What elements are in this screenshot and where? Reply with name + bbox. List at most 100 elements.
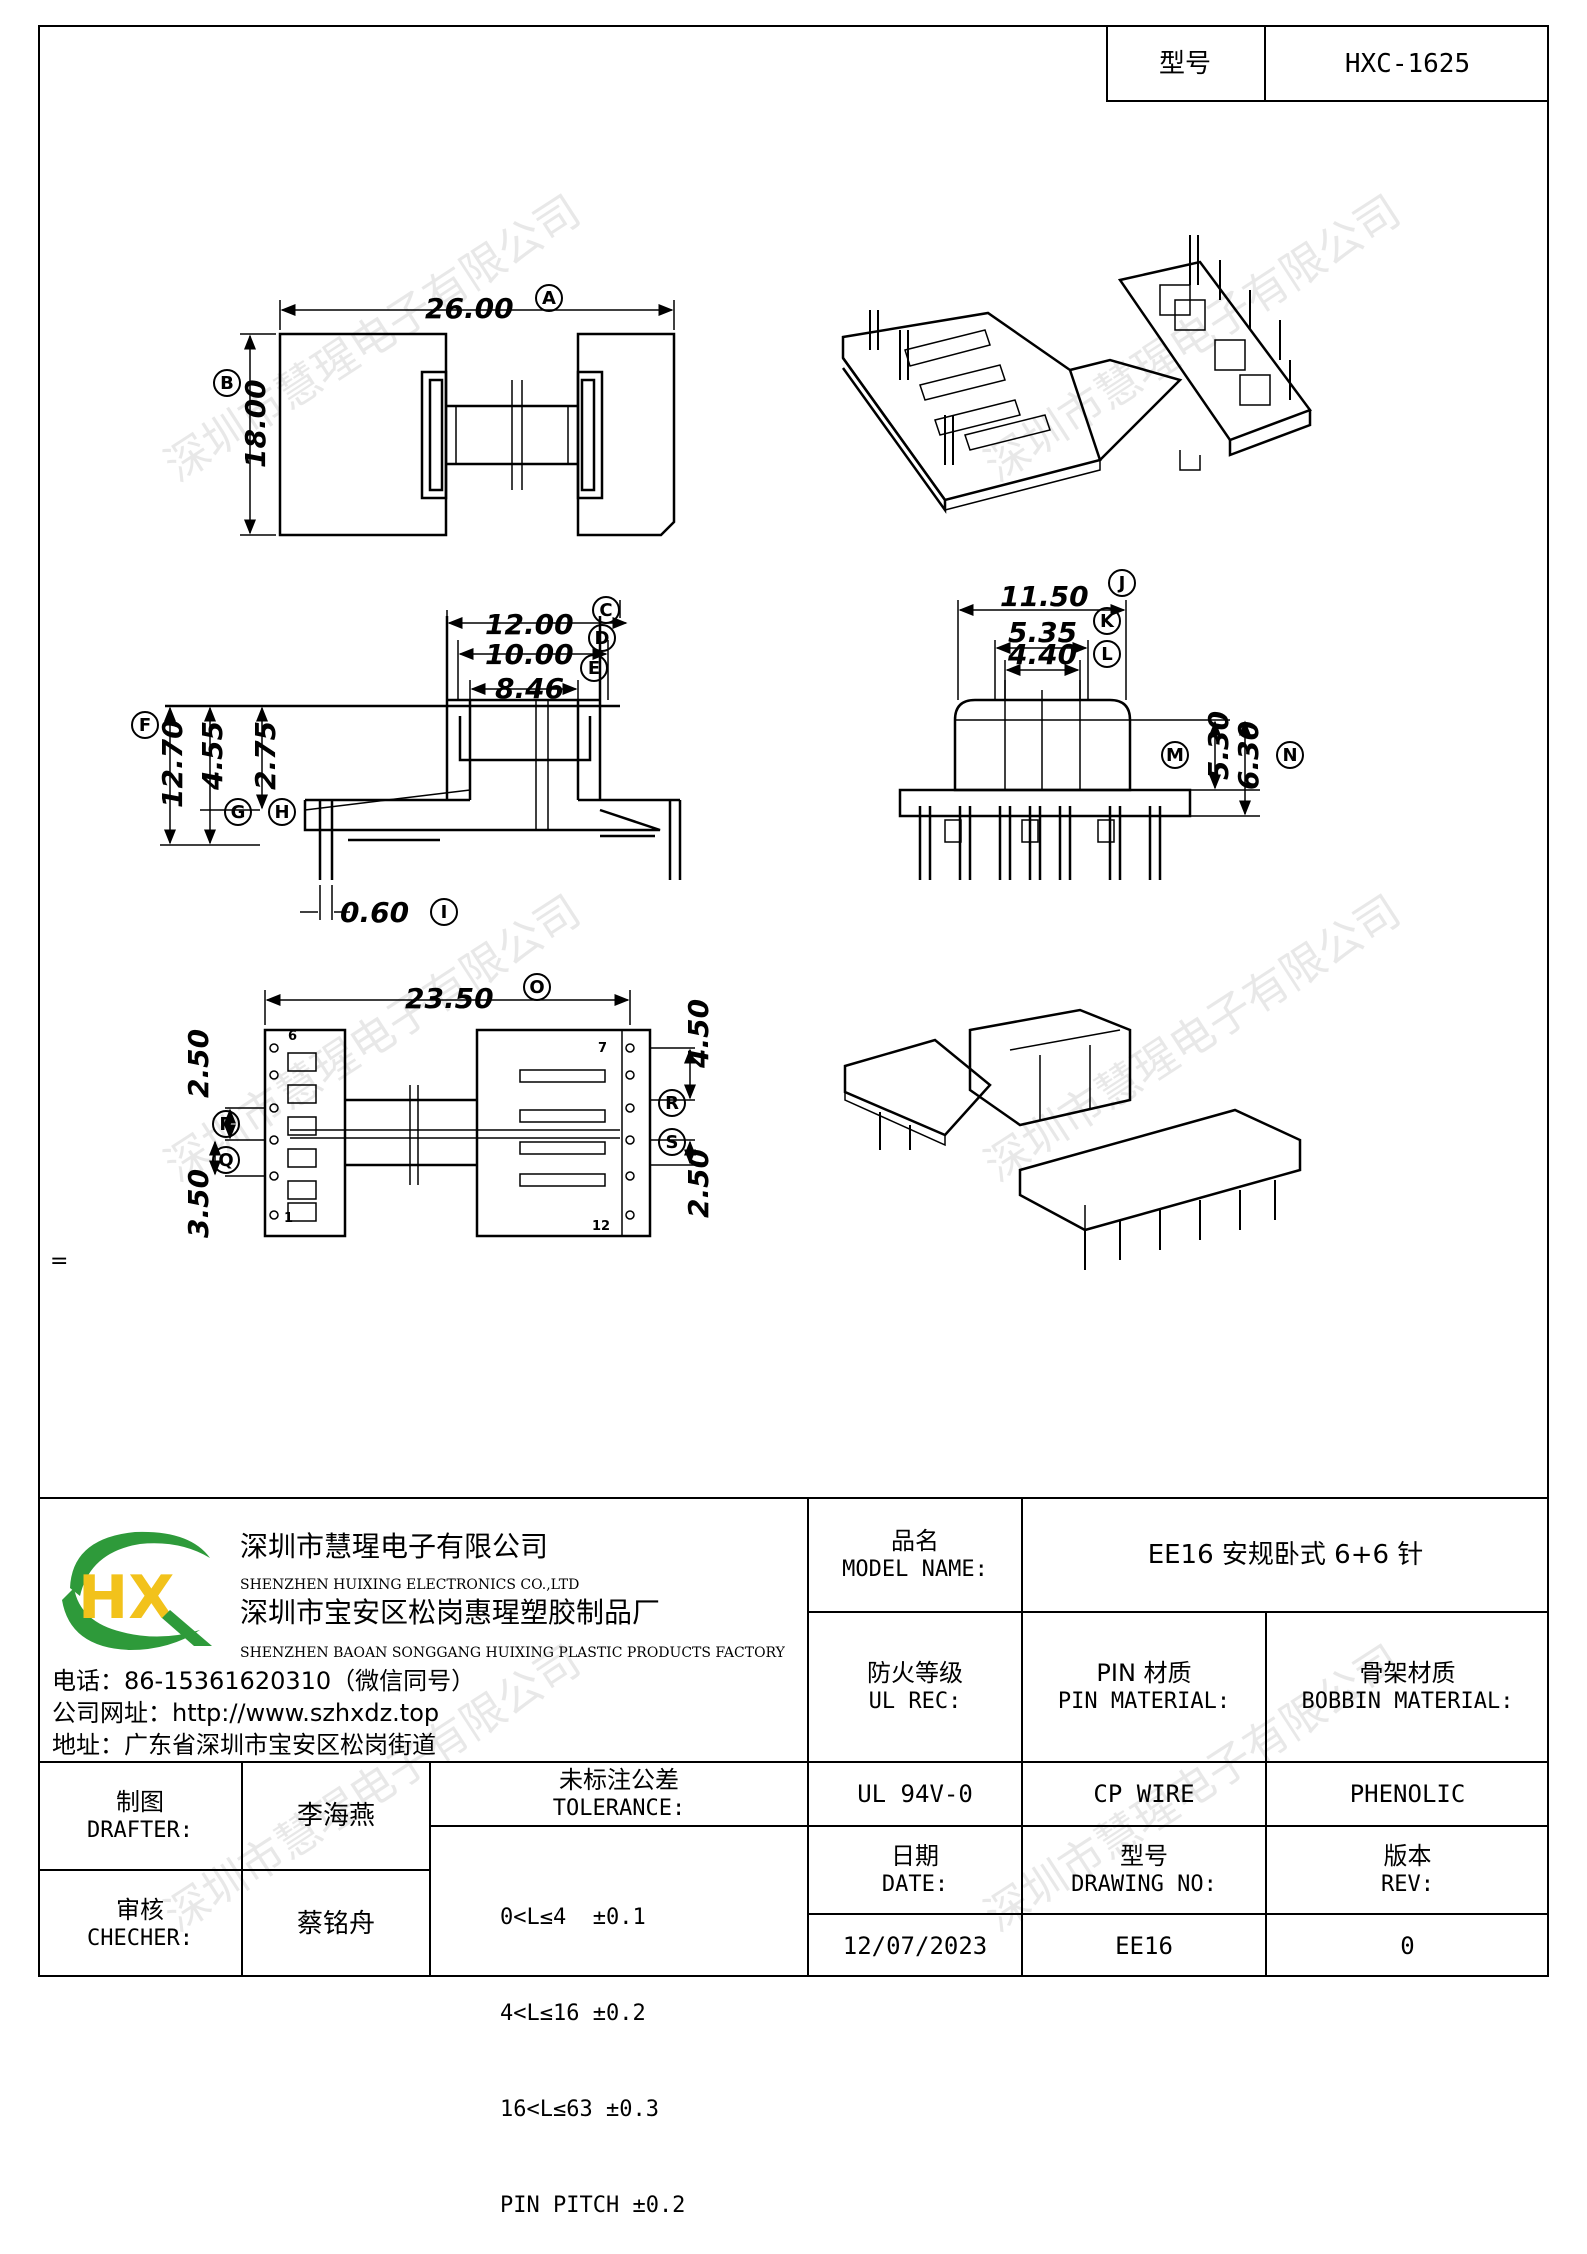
drawing-no-value: EE16: [1115, 1931, 1173, 1960]
label-p-circle: P: [212, 1110, 240, 1138]
dim-m: 5.30: [1202, 711, 1235, 780]
label-j-circle: J: [1108, 569, 1136, 597]
title-block-grid: [38, 1497, 1549, 1977]
factory-name-cn: 深圳市宝安区松岗惠瑆塑胶制品厂: [240, 1596, 661, 1629]
label-i-circle: I: [430, 898, 458, 926]
tolerance-line: 4<L≤16 ±0.2: [500, 2001, 646, 2026]
pin-label-6: 6: [288, 1029, 297, 1044]
front-view: [898, 600, 1260, 880]
svg-text:S: S: [666, 1132, 679, 1153]
svg-text:O: O: [529, 977, 544, 998]
svg-text:J: J: [1117, 573, 1126, 594]
rev-value: 0: [1400, 1931, 1415, 1960]
tolerance-line: 16<L≤63 ±0.3: [500, 2097, 659, 2122]
svg-text:A: A: [542, 288, 556, 309]
company-phone: 电话：86-15361620310（微信同号）: [52, 1667, 476, 1695]
svg-text:B: B: [220, 373, 234, 394]
pin-material-value: CP WIRE: [1093, 1780, 1195, 1808]
dim-k: 5.35: [1008, 616, 1077, 649]
label-r-circle: R: [658, 1089, 686, 1117]
factory-name-en: SHENZHEN BAOAN SONGGANG HUIXING PLASTIC …: [240, 1645, 785, 1661]
header-model-value: HXC-1625: [1344, 48, 1471, 79]
label-b-circle: B: [213, 369, 241, 397]
label-m-circle: M: [1161, 741, 1189, 769]
label-s-circle: S: [658, 1128, 686, 1156]
pin-material-label: PIN 材质 PIN MATERIAL:: [1057, 1659, 1231, 1714]
bobbin-material-label: 骨架材质 BOBBIN MATERIAL:: [1301, 1659, 1514, 1714]
dim-c: 12.00: [485, 608, 574, 641]
header-divider: [1264, 25, 1266, 102]
dim-f: 12.70: [156, 719, 189, 808]
dim-p: 2.50: [182, 1029, 215, 1098]
company-logo: HX: [62, 1531, 212, 1650]
svg-text:E: E: [588, 658, 600, 679]
svg-text:H: H: [274, 802, 289, 823]
label-d-circle: D: [588, 624, 616, 652]
company-name-en: SHENZHEN HUIXING ELECTRONICS CO.,LTD: [240, 1577, 580, 1593]
label-k-circle: K: [1093, 607, 1121, 635]
checker-value: 蔡铭舟: [296, 1908, 375, 1939]
date-value: 12/07/2023: [842, 1931, 988, 1960]
label-o-circle: O: [523, 973, 551, 1001]
svg-text:C: C: [599, 600, 612, 621]
svg-text:R: R: [665, 1093, 679, 1114]
date-label: 日期 DATE:: [881, 1842, 949, 1897]
model-name-value: EE16 安规卧式 6+6 针: [1147, 1540, 1424, 1570]
company-website: 公司网址：http://www.szhxdz.top: [52, 1699, 440, 1727]
header-model-box: [1106, 25, 1549, 102]
label-a-circle: A: [535, 284, 563, 312]
isometric-view-bottom: [843, 1008, 1302, 1270]
stray-mark: =: [50, 1249, 68, 1274]
svg-text:F: F: [139, 715, 151, 736]
tolerance-list: 0<L≤4 ±0.1 4<L≤16 ±0.2 16<L≤63 ±0.3 PIN …: [500, 1838, 685, 2254]
checker-label: 审核 CHECHER:: [87, 1895, 193, 1951]
drafter-value: 李海燕: [296, 1801, 375, 1831]
model-name-label: 品名 MODEL NAME:: [842, 1527, 988, 1582]
svg-text:Q: Q: [218, 1150, 233, 1171]
pin-label-7: 7: [598, 1041, 607, 1056]
drafter-label: 制图 DRAFTER:: [87, 1788, 193, 1843]
svg-text:N: N: [1282, 745, 1297, 766]
dim-q: 3.50: [182, 1169, 215, 1238]
company-name-cn: 深圳市慧瑆电子有限公司: [240, 1530, 549, 1563]
tolerance-line: 0<L≤4 ±0.1: [500, 1905, 646, 1930]
dim-d: 10.00: [485, 638, 574, 671]
company-address: 地址：广东省深圳市宝安区松岗街道: [52, 1731, 436, 1759]
ul-rec-label: 防火等级 UL REC:: [867, 1659, 963, 1714]
svg-text:D: D: [595, 628, 610, 649]
rev-label: 版本 REV:: [1381, 1842, 1434, 1897]
technical-drawing: 26.00 18.00 12.00 10.00 8.46 12.70 4.55 …: [50, 235, 1312, 1274]
dim-s: 2.50: [682, 1149, 715, 1218]
dim-e: 8.46: [495, 672, 564, 705]
dim-g: 4.55: [196, 721, 229, 791]
dim-o: 23.50: [405, 982, 494, 1015]
pin-label-12: 12: [592, 1219, 610, 1234]
label-n-circle: N: [1276, 741, 1304, 769]
dim-j: 11.50: [1000, 580, 1089, 613]
pin-label-1: 1: [284, 1211, 293, 1226]
bottom-view: [209, 990, 696, 1238]
ul-rec-value: UL 94V-0: [857, 1780, 973, 1808]
label-c-circle: C: [592, 596, 620, 624]
dim-l: 4.40: [1007, 638, 1077, 671]
label-q-circle: Q: [212, 1146, 240, 1174]
drawing-no-label: 型号 DRAWING NO:: [1071, 1842, 1217, 1897]
svg-text:I: I: [441, 902, 448, 923]
dim-b: 18.00: [239, 379, 272, 468]
svg-text:K: K: [1100, 611, 1115, 632]
dim-a: 26.00: [425, 292, 514, 325]
label-g-circle: G: [224, 798, 252, 826]
drawing-frame: [38, 25, 1549, 1977]
label-e-circle: E: [580, 654, 608, 682]
header-model-label: 型号: [1158, 48, 1211, 79]
label-h-circle: H: [268, 798, 296, 826]
tolerance-label: 未标注公差 TOLERANCE:: [552, 1766, 686, 1821]
isometric-view-top: [841, 235, 1312, 514]
dim-i: 0.60: [340, 896, 409, 929]
svg-text:P: P: [219, 1114, 232, 1135]
bobbin-material-value: PHENOLIC: [1349, 1780, 1466, 1808]
svg-text:L: L: [1101, 644, 1112, 665]
label-l-circle: L: [1093, 640, 1121, 668]
svg-text:G: G: [231, 802, 246, 823]
top-view: [240, 300, 676, 537]
